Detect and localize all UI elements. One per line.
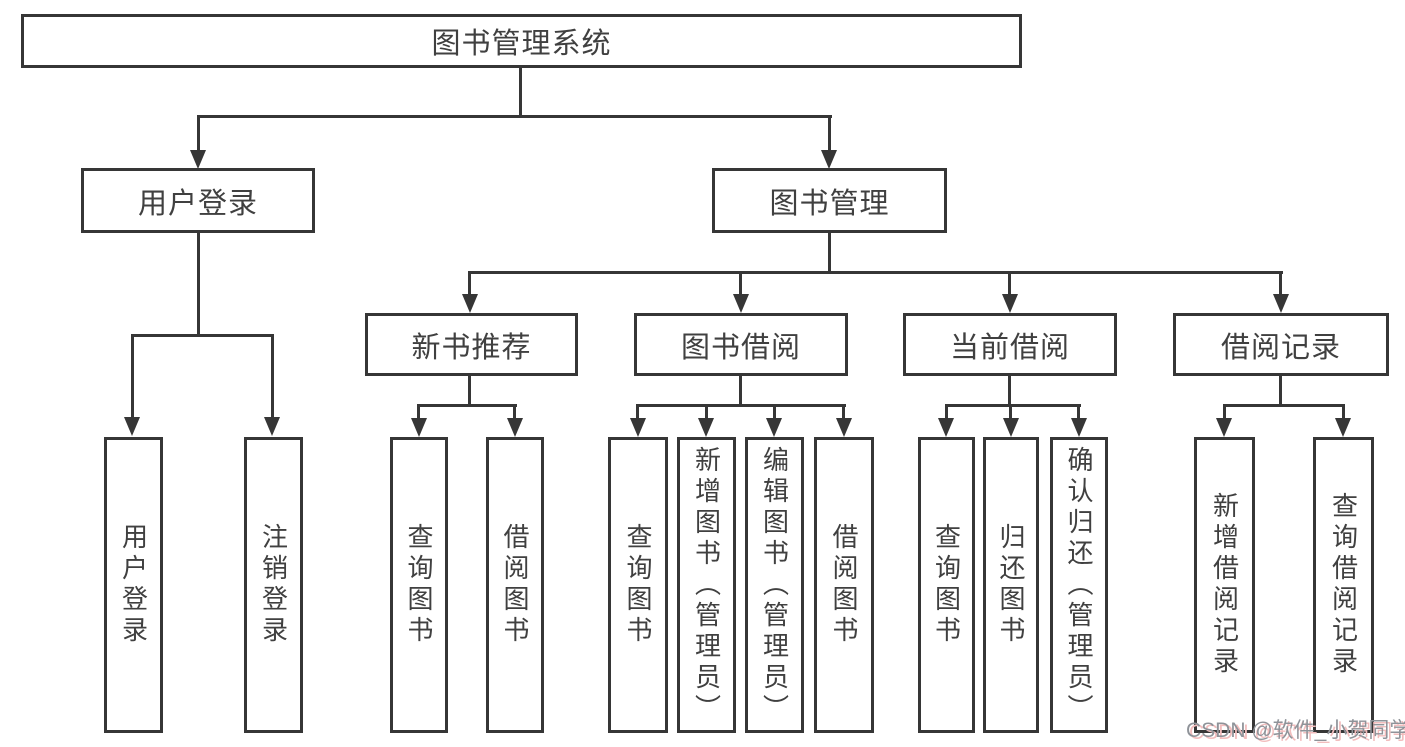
connector-line xyxy=(197,115,200,151)
connector-line xyxy=(1279,271,1282,294)
leaf-add-borrow-record: 新增借阅记录 xyxy=(1194,437,1255,733)
leaf-add-borrow-record-label: 新增借阅记录 xyxy=(1209,492,1240,678)
connector-arrowhead xyxy=(938,418,954,437)
leaf-return-book: 归还图书 xyxy=(983,437,1039,733)
connector-arrowhead xyxy=(1003,418,1019,437)
connector-line xyxy=(739,271,742,294)
connector-arrowhead xyxy=(733,294,749,313)
connector-arrowhead xyxy=(821,150,837,169)
node-user-login-label: 用户登录 xyxy=(137,187,258,220)
connector-line xyxy=(468,271,471,294)
connector-arrowhead xyxy=(698,418,714,437)
node-root-label: 图书管理系统 xyxy=(431,28,612,60)
connector-line xyxy=(417,404,517,407)
connector-arrowhead xyxy=(507,418,523,437)
leaf-confirm-return-admin: 确认归还（管理员） xyxy=(1050,437,1108,733)
connector-arrowhead xyxy=(124,417,140,436)
connector-line xyxy=(468,376,471,406)
node-user-login: 用户登录 xyxy=(81,168,315,233)
connector-arrowhead xyxy=(766,418,782,437)
leaf-query-book-2: 查询图书 xyxy=(608,437,668,733)
connector-line xyxy=(271,334,274,417)
leaf-logout-label: 注销登录 xyxy=(258,523,289,647)
node-book-borrow: 图书借阅 xyxy=(634,313,848,376)
leaf-logout: 注销登录 xyxy=(244,437,303,733)
connector-line xyxy=(197,115,832,118)
node-new-book-recommend: 新书推荐 xyxy=(365,313,578,376)
connector-line xyxy=(945,404,1081,407)
connector-line xyxy=(197,233,200,336)
leaf-query-book-3-label: 查询图书 xyxy=(931,523,962,647)
connector-arrowhead xyxy=(630,418,646,437)
connector-line xyxy=(131,334,274,337)
connector-line xyxy=(468,271,1283,274)
connector-line xyxy=(1008,271,1011,294)
connector-line xyxy=(945,404,948,418)
leaf-borrow-book-2: 借阅图书 xyxy=(814,437,874,733)
connector-line xyxy=(417,404,420,418)
node-current-borrow-label: 当前借阅 xyxy=(949,331,1070,364)
leaf-query-book-1: 查询图书 xyxy=(390,437,448,733)
connector-line xyxy=(828,233,831,274)
node-root: 图书管理系统 xyxy=(21,14,1022,68)
connector-arrowhead xyxy=(1335,418,1351,437)
leaf-user-login-label: 用户登录 xyxy=(118,523,149,647)
leaf-borrow-book-1-label: 借阅图书 xyxy=(500,523,530,647)
leaf-query-borrow-record-label: 查询借阅记录 xyxy=(1328,492,1359,678)
leaf-query-book-3: 查询图书 xyxy=(918,437,975,733)
leaf-borrow-book-1: 借阅图书 xyxy=(486,437,544,733)
connector-line xyxy=(1223,404,1345,407)
connector-line xyxy=(1077,404,1080,418)
leaf-user-login: 用户登录 xyxy=(104,437,163,733)
node-borrow-record: 借阅记录 xyxy=(1173,313,1389,376)
connector-arrowhead xyxy=(190,150,206,169)
leaf-add-book-admin: 新增图书（管理员） xyxy=(677,437,736,733)
connector-line xyxy=(1223,404,1226,418)
connector-line xyxy=(705,404,708,418)
node-book-management: 图书管理 xyxy=(712,168,947,233)
node-new-book-recommend-label: 新书推荐 xyxy=(411,331,532,364)
connector-arrowhead xyxy=(462,294,478,313)
connector-line xyxy=(513,404,516,418)
connector-line xyxy=(519,68,522,117)
connector-line xyxy=(1279,376,1282,406)
connector-arrowhead xyxy=(1216,418,1232,437)
connector-arrowhead xyxy=(1071,418,1087,437)
node-borrow-record-label: 借阅记录 xyxy=(1220,331,1341,364)
csdn-watermark: CSDN @软件_小贺同学 xyxy=(1186,719,1405,742)
node-current-borrow: 当前借阅 xyxy=(903,313,1117,376)
leaf-confirm-return-admin-label: 确认归还（管理员） xyxy=(1064,445,1094,725)
connector-arrowhead xyxy=(264,417,280,436)
leaf-edit-book-admin-label: 编辑图书（管理员） xyxy=(759,445,790,725)
connector-line xyxy=(1008,376,1011,406)
connector-line xyxy=(739,376,742,406)
connector-line xyxy=(1342,404,1345,418)
connector-arrowhead xyxy=(1002,294,1018,313)
leaf-edit-book-admin: 编辑图书（管理员） xyxy=(745,437,804,733)
connector-line xyxy=(842,404,845,418)
connector-line xyxy=(1009,404,1012,418)
leaf-query-book-2-label: 查询图书 xyxy=(623,523,653,647)
node-book-management-label: 图书管理 xyxy=(769,187,890,220)
connector-line xyxy=(773,404,776,418)
leaf-borrow-book-2-label: 借阅图书 xyxy=(829,523,859,647)
connector-line xyxy=(636,404,639,418)
connector-arrowhead xyxy=(1273,294,1289,313)
leaf-query-book-1-label: 查询图书 xyxy=(404,523,434,647)
connector-arrowhead xyxy=(411,418,427,437)
leaf-add-book-admin-label: 新增图书（管理员） xyxy=(691,445,722,725)
connector-line xyxy=(636,404,846,407)
connector-line xyxy=(131,334,134,417)
leaf-query-borrow-record: 查询借阅记录 xyxy=(1313,437,1374,733)
connector-arrowhead xyxy=(836,418,852,437)
node-book-borrow-label: 图书借阅 xyxy=(680,331,801,364)
leaf-return-book-label: 归还图书 xyxy=(996,523,1026,647)
connector-line xyxy=(828,115,831,151)
